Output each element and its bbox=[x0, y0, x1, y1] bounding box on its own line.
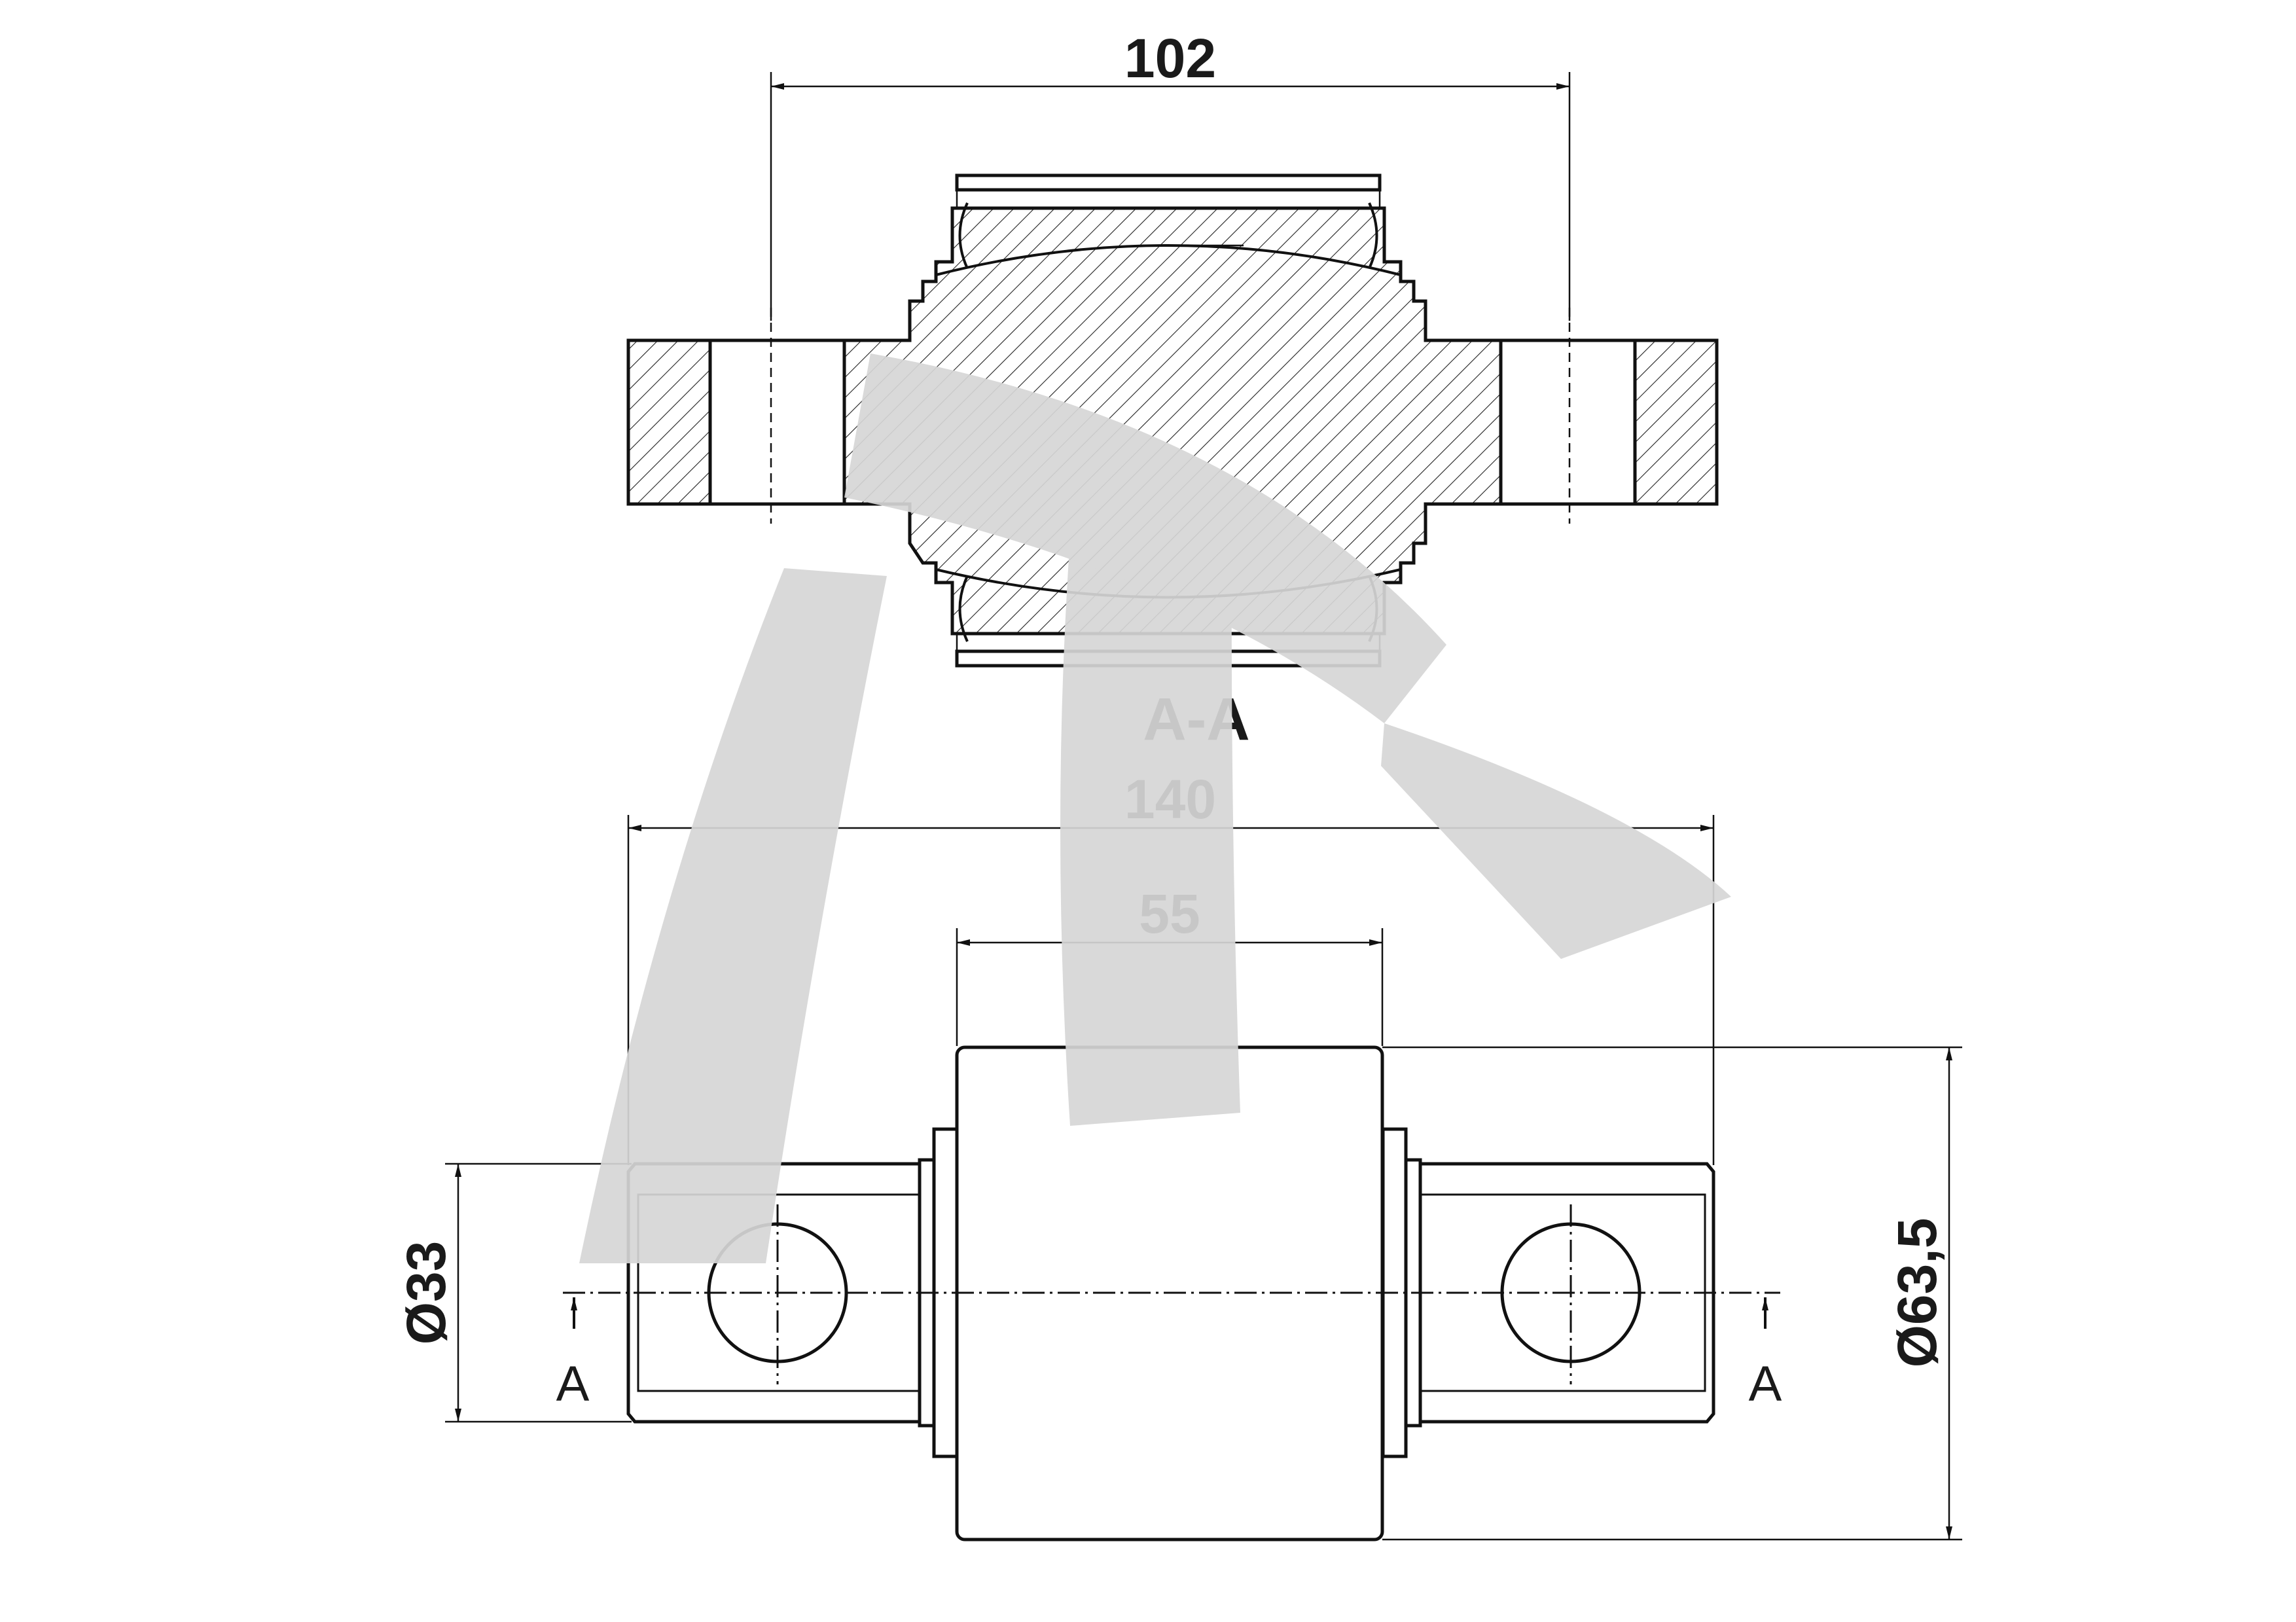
dimension-102-label: 102 bbox=[1124, 27, 1216, 89]
section-view-a-a: 102 A-A bbox=[626, 27, 1719, 753]
left-flange-section bbox=[626, 338, 712, 506]
left-bolt-hole-section bbox=[708, 338, 846, 506]
brand-logo-watermark bbox=[579, 353, 1731, 1263]
right-flange-section bbox=[1633, 338, 1719, 506]
section-marker-left: A bbox=[556, 1356, 590, 1412]
dimension-pin-diameter-label: Ø33 bbox=[395, 1241, 457, 1345]
dimension-outer-diameter-label: Ø63,5 bbox=[1886, 1218, 1948, 1368]
section-marker-right: A bbox=[1749, 1356, 1782, 1412]
right-bolt-hole-section bbox=[1499, 338, 1637, 506]
outer-sleeve-top bbox=[955, 173, 1382, 192]
